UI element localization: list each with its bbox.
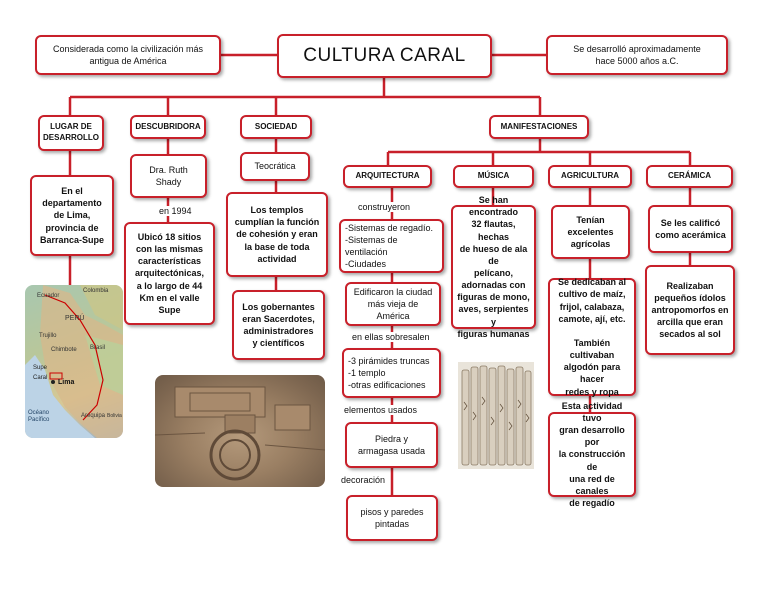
sociedad-rulers: Los gobernantes eran Sacerdotes, adminis… bbox=[232, 290, 325, 360]
map-label-bolivia: Bolivia bbox=[107, 413, 122, 419]
flutes-image bbox=[458, 362, 534, 469]
arquitectura-connector-decoracion: decoración bbox=[339, 475, 388, 485]
ceramica-text2: Realizaban pequeños ídolos antropomorfos… bbox=[645, 265, 735, 355]
manifestaciones-header: MANIFESTACIONES bbox=[489, 115, 589, 139]
ruins-drawing bbox=[155, 386, 325, 481]
arquitectura-materials: Piedra y armagasa usada bbox=[345, 422, 438, 468]
map-drawing bbox=[25, 285, 123, 438]
agricultura-text3: Esta actividad tuvo gran desarrollo por … bbox=[548, 401, 636, 508]
arquitectura-connector-construyeron: construyeron bbox=[356, 202, 413, 212]
agricultura-text1: Tenían excelentes agrícolas bbox=[551, 205, 630, 259]
map-label-brasil: Brasil bbox=[90, 345, 106, 351]
arquitectura-decoration: pisos y paredes pintadas bbox=[346, 495, 438, 541]
map-label-colombia: Colombia bbox=[83, 288, 109, 294]
arquitectura-connector-usados: elementos usados bbox=[342, 405, 420, 415]
map-label-lima: Lima bbox=[58, 379, 75, 386]
arquitectura-city: Edificaron la ciudad más vieja de Améric… bbox=[345, 282, 441, 326]
map-label-caral: Caral bbox=[33, 375, 48, 381]
map-label-peru: PERÚ bbox=[65, 315, 85, 322]
sociedad-header: SOCIEDAD bbox=[240, 115, 312, 139]
map-label-ocean: Océano Pacífico bbox=[28, 410, 50, 423]
map-label-arequipa: Arequipa bbox=[81, 413, 106, 419]
lugar-text: En el departamento de Lima, provincia de… bbox=[30, 175, 114, 256]
arquitectura-buildings: -3 pirámides truncas -1 templo -otras ed… bbox=[342, 348, 441, 398]
musica-header: MÚSICA bbox=[453, 165, 534, 188]
musica-text: Se han encontrado 32 flautas, hechas de … bbox=[451, 195, 536, 339]
intro-left-box: Considerada como la civilización más ant… bbox=[35, 35, 221, 75]
agricultura-text2: Se dedicaban al cultivo de maíz, frijol,… bbox=[548, 277, 636, 397]
map-label-chimbote: Chimbote bbox=[51, 347, 77, 353]
peru-map-image: Ecuador Colombia PERÚ Brasil Trujillo Ch… bbox=[25, 285, 123, 438]
map-label-ecuador: Ecuador bbox=[37, 293, 60, 299]
caral-ruins-image bbox=[155, 375, 325, 487]
descubridora-name: Dra. Ruth Shady bbox=[130, 154, 207, 198]
map-label-supe: Supe bbox=[33, 365, 48, 371]
map-label-trujillo: Trujillo bbox=[39, 333, 57, 339]
arquitectura-header: ARQUITECTURA bbox=[343, 165, 432, 188]
descubridora-header: DESCUBRIDORA bbox=[130, 115, 206, 139]
arquitectura-connector-sobresalen: en ellas sobresalen bbox=[350, 332, 432, 342]
sociedad-type: Teocrática bbox=[240, 152, 310, 181]
page-title: CULTURA CARAL bbox=[277, 34, 492, 78]
agricultura-header: AGRICULTURA bbox=[548, 165, 632, 188]
sociedad-temples: Los templos cumplían la función de cohes… bbox=[226, 192, 328, 277]
ceramica-text1: Se les calificó como acerámica bbox=[648, 205, 733, 253]
lugar-header: LUGAR DE DESARROLLO bbox=[38, 115, 104, 151]
ceramica-header: CERÁMICA bbox=[646, 165, 733, 188]
descubridora-connector: en 1994 bbox=[157, 206, 194, 216]
intro-right-box: Se desarrolló aproximadamente hace 5000 … bbox=[546, 35, 728, 75]
descubridora-text: Ubicó 18 sitios con las mismas caracterí… bbox=[124, 222, 215, 325]
flutes-drawing bbox=[461, 365, 532, 466]
arquitectura-systems: -Sistemas de regadío. -Sistemas de venti… bbox=[339, 219, 444, 273]
